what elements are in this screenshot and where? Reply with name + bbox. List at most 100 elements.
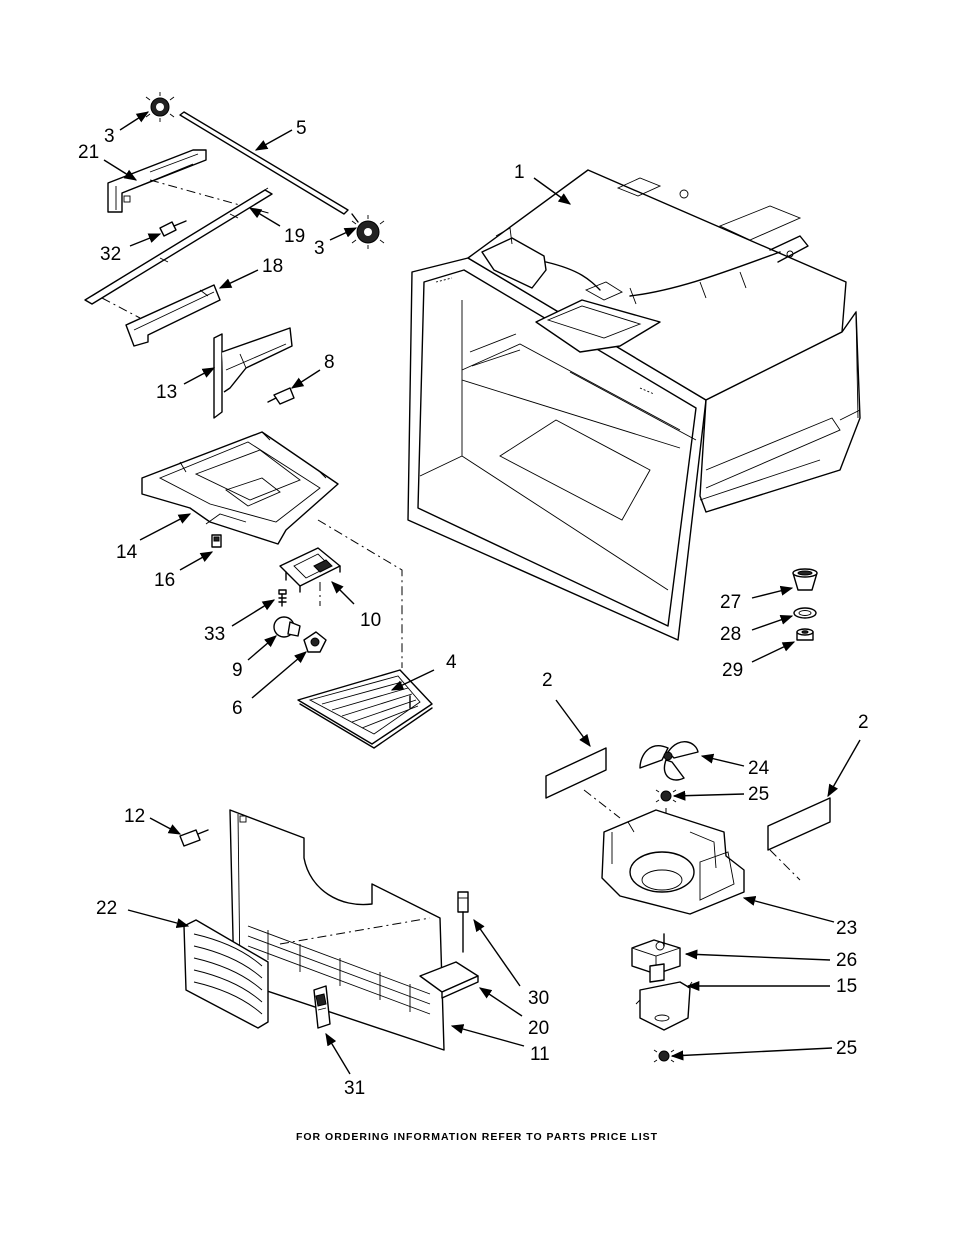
callout-labels: 3 5 21 19 3 32 18 1 13 8 14 16 33 10 9 4… xyxy=(78,118,869,1099)
callout-8: 8 xyxy=(324,352,335,373)
callout-29: 29 xyxy=(722,660,743,681)
leader-5 xyxy=(254,129,293,151)
leader-18 xyxy=(218,269,259,289)
leader-12 xyxy=(149,817,182,835)
leader-14 xyxy=(139,513,192,541)
slide-rail-part-19 xyxy=(84,187,273,305)
leader-26 xyxy=(684,949,831,961)
foam-pad-part-2-right xyxy=(767,797,831,851)
leader-25b xyxy=(670,1047,833,1061)
leader-19 xyxy=(248,207,281,227)
gear-part-3-lower xyxy=(351,213,385,249)
grille-tray-part-4 xyxy=(297,669,433,749)
washer-part-29 xyxy=(796,628,814,641)
leader-10 xyxy=(331,581,355,605)
leader-32 xyxy=(129,233,162,247)
callout-6: 6 xyxy=(232,698,243,719)
nut-part-25-lower xyxy=(653,1049,675,1063)
callout-1: 1 xyxy=(514,162,525,183)
ring-part-28 xyxy=(793,607,817,619)
leader-3a xyxy=(119,111,150,131)
rail-bracket-part-21 xyxy=(107,149,207,213)
socket-part-6 xyxy=(303,631,327,653)
leader-6 xyxy=(251,651,307,699)
leader-4 xyxy=(390,669,435,691)
callout-25-upper: 25 xyxy=(748,784,769,805)
leader-1 xyxy=(533,177,572,205)
screw-part-12 xyxy=(179,829,209,847)
callout-32: 32 xyxy=(100,244,121,265)
callout-15: 15 xyxy=(836,976,857,997)
leader-24 xyxy=(700,753,745,767)
sensor-probe-part-30 xyxy=(457,891,469,953)
nut-part-25-upper xyxy=(655,789,677,803)
callout-11: 11 xyxy=(530,1044,550,1065)
slide-rail-part-18 xyxy=(125,284,221,347)
leader-16 xyxy=(179,551,214,571)
guide-line-pad-left xyxy=(583,789,621,819)
thermostat-part-31 xyxy=(313,985,331,1029)
leader-2b xyxy=(827,739,861,798)
leader-25a xyxy=(672,790,745,801)
leader-31 xyxy=(325,1032,351,1075)
cap-part-27 xyxy=(792,568,818,591)
screw-part-8 xyxy=(267,387,295,405)
leader-21 xyxy=(103,159,138,181)
bulb-part-9 xyxy=(273,616,301,638)
callout-25-lower: 25 xyxy=(836,1038,857,1059)
callout-13: 13 xyxy=(156,382,177,403)
motor-bracket-part-15 xyxy=(635,963,693,1031)
leader-27 xyxy=(751,585,794,599)
insulation-bar-part-20 xyxy=(419,961,479,999)
fan-blade-part-24 xyxy=(639,741,699,781)
callout-2-right: 2 xyxy=(858,712,869,733)
callout-22: 22 xyxy=(96,898,117,919)
freezer-liner-part-1 xyxy=(407,169,861,641)
leader-13 xyxy=(183,367,216,385)
foam-pad-part-2-left xyxy=(545,747,607,799)
guide-line-4 xyxy=(317,519,403,668)
leader-30 xyxy=(473,918,521,987)
leader-2a xyxy=(555,699,591,748)
leader-28 xyxy=(751,614,794,631)
callout-18: 18 xyxy=(262,256,283,277)
callout-31: 31 xyxy=(344,1078,365,1099)
rod-part-5 xyxy=(179,111,349,215)
leader-29 xyxy=(751,641,796,663)
callout-19: 19 xyxy=(284,226,305,247)
clip-part-16 xyxy=(211,534,222,548)
guide-line-18 xyxy=(101,297,141,319)
guide-line-pad-right xyxy=(769,849,801,881)
light-housing-part-10 xyxy=(279,547,341,593)
callout-30: 30 xyxy=(528,988,549,1009)
screw-part-33 xyxy=(278,589,287,607)
tray-part-14 xyxy=(141,431,339,545)
leader-33 xyxy=(231,599,276,627)
screw-part-32 xyxy=(159,220,187,237)
callout-12: 12 xyxy=(124,806,145,827)
callout-3-top: 3 xyxy=(104,126,115,147)
leader-11 xyxy=(450,1024,525,1047)
leader-8 xyxy=(290,369,321,389)
fan-shroud-part-23 xyxy=(601,809,745,915)
guide-line-rail xyxy=(149,179,273,215)
callout-9: 9 xyxy=(232,660,243,681)
callout-33: 33 xyxy=(204,624,225,645)
callout-5: 5 xyxy=(296,118,307,139)
leader-23 xyxy=(742,896,835,923)
ordering-info-footer: FOR ORDERING INFORMATION REFER TO PARTS … xyxy=(295,1131,659,1143)
leader-9 xyxy=(247,635,277,661)
callout-4: 4 xyxy=(446,652,457,673)
callout-10: 10 xyxy=(360,610,381,631)
callout-24: 24 xyxy=(748,758,770,779)
grille-frame-part-22 xyxy=(183,919,269,1029)
leader-3b xyxy=(329,227,358,241)
callout-23: 23 xyxy=(836,918,857,939)
callout-26: 26 xyxy=(836,950,857,971)
callout-21: 21 xyxy=(78,142,99,163)
callout-16: 16 xyxy=(154,570,175,591)
leader-20 xyxy=(478,987,523,1017)
bracket-part-13 xyxy=(213,327,293,419)
